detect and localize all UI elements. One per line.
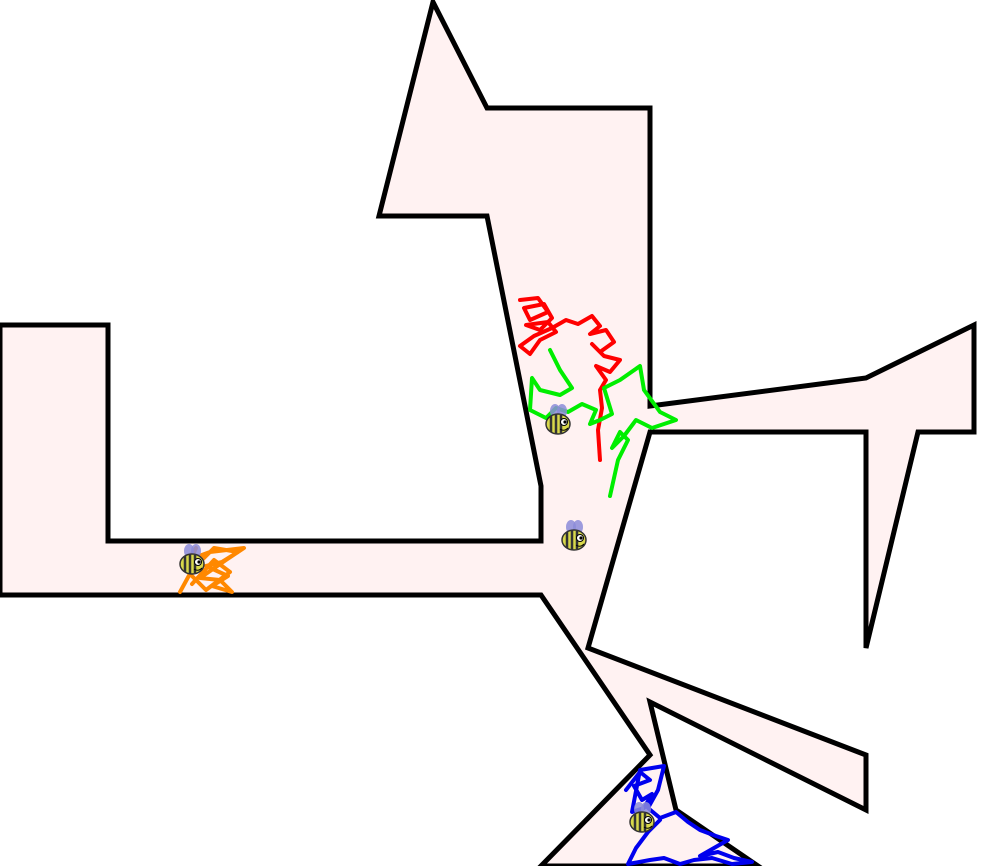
maze-arena (0, 0, 977, 866)
trail-red (518, 296, 622, 462)
trail-orange (178, 546, 246, 594)
trail-blue (624, 764, 754, 866)
trail-green (528, 348, 678, 498)
